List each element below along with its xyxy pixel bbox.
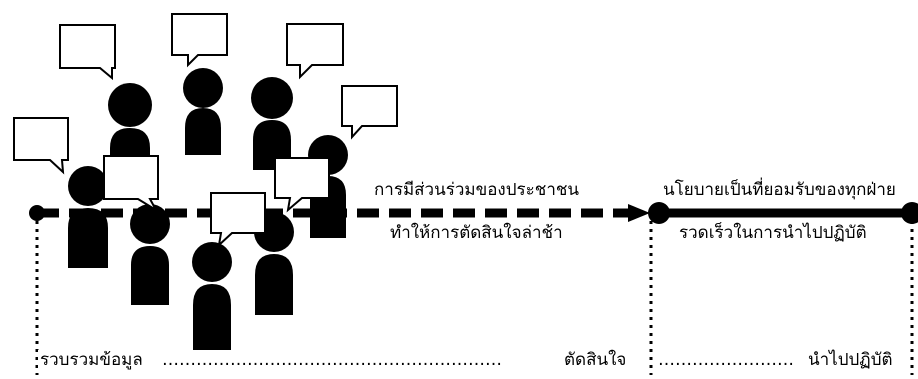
stage-collect: รวบรวมข้อมูล (38, 350, 145, 370)
arrow-head (628, 204, 650, 222)
speech-bubble-icon (286, 23, 344, 80)
arrow-label-top: การมีส่วนร่วมของประชาชน (372, 180, 582, 200)
speech-bubble-icon (13, 117, 69, 175)
right-label-bottom: รวดเร็วในการนำไปปฏิบัติ (677, 223, 869, 243)
people-group (68, 68, 348, 370)
person-icon (251, 77, 293, 170)
person-icon (68, 166, 108, 268)
leader-dots-2: …………………… (656, 350, 806, 370)
speech-bubble-icon (103, 155, 159, 213)
speech-bubble-icon (171, 13, 228, 68)
speech-bubble-icon (59, 24, 116, 81)
person-icon (130, 204, 170, 305)
leader-dots-1: …………………………………………………… (160, 350, 560, 370)
decision-dot (648, 202, 670, 224)
person-icon (192, 242, 232, 370)
speech-bubbles (13, 13, 398, 248)
end-dot (901, 202, 918, 224)
speech-bubble-icon (341, 85, 398, 140)
stage-decide: ตัดสินใจ (562, 350, 629, 370)
start-dot (29, 205, 45, 221)
person-icon (183, 68, 223, 155)
stage-implement: นำไปปฏิบัติ (806, 350, 895, 370)
speech-bubble-icon (274, 157, 330, 213)
right-label-top: นโยบายเป็นที่ยอมรับของทุกฝ่าย (661, 180, 898, 200)
speech-bubble-icon (210, 192, 266, 248)
arrow-label-bottom: ทำให้การตัดสินใจล่าช้า (388, 223, 565, 243)
